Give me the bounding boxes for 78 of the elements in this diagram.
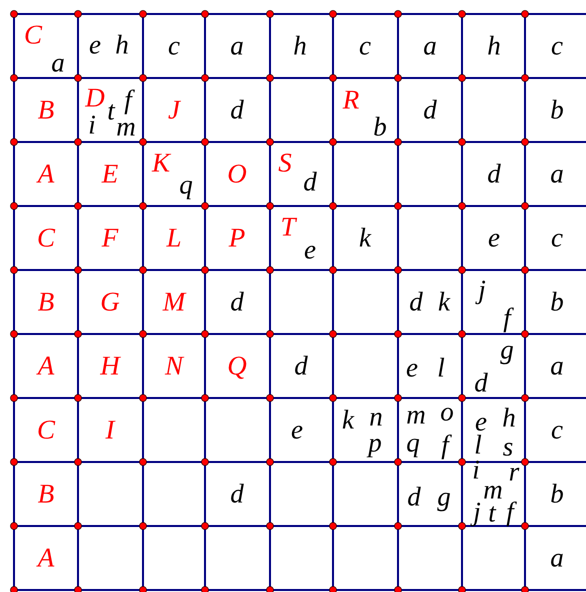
letter-label: c: [359, 32, 371, 60]
letter-label: l: [437, 354, 445, 382]
letter-label: C: [37, 224, 55, 252]
letter-label: a: [550, 160, 564, 188]
letter-label: d: [230, 288, 244, 316]
letter-label: q: [406, 430, 420, 456]
letter-label: m: [116, 114, 136, 140]
letter-label: o: [440, 398, 454, 426]
letter-label: s: [502, 434, 514, 460]
letter-label: C: [24, 22, 42, 48]
letter-label: C: [37, 416, 55, 444]
letter-label: d: [474, 370, 488, 396]
letter-label: c: [168, 32, 180, 60]
letter-label: d: [294, 352, 308, 380]
letter-label: c: [551, 416, 563, 444]
letter-label: e: [406, 354, 418, 382]
letter-label: M: [162, 288, 186, 316]
letter-label: g: [437, 484, 451, 510]
letter-label: d: [487, 160, 501, 188]
letter-label: A: [38, 544, 54, 572]
letter-label: b: [373, 114, 387, 140]
letter-label: m: [406, 402, 426, 428]
letter-label: c: [551, 32, 563, 60]
letter-label: a: [230, 32, 244, 60]
letter-label: D: [85, 84, 105, 112]
letter-label: Q: [227, 352, 247, 380]
letter-label: a: [51, 50, 65, 76]
letter-label: t: [107, 98, 115, 124]
letter-label: h: [115, 32, 129, 58]
letter-label: d: [407, 484, 421, 510]
letter-label: a: [550, 352, 564, 380]
letter-label: G: [100, 288, 120, 316]
letter-label: d: [303, 168, 317, 196]
letter-label: h: [293, 32, 307, 60]
letter-label: B: [38, 288, 54, 316]
letter-label: i: [88, 112, 96, 138]
letter-label: a: [550, 544, 564, 572]
letter-label: R: [342, 86, 360, 114]
letter-label: O: [227, 160, 247, 188]
letter-label: p: [368, 430, 382, 456]
letter-label: q: [179, 172, 193, 198]
letter-label: F: [102, 224, 118, 252]
letter-label: B: [38, 480, 54, 508]
letter-label: g: [500, 336, 514, 364]
letter-label: h: [502, 404, 516, 432]
letter-label: E: [102, 160, 118, 188]
letter-label: P: [228, 224, 246, 252]
letter-label: d: [230, 96, 244, 124]
letter-label: e: [291, 416, 303, 444]
letter-label: i: [472, 456, 480, 484]
letter-label: h: [487, 32, 501, 60]
letter-label: K: [152, 150, 170, 176]
letter-label: d: [230, 480, 244, 508]
letter-label: d: [409, 288, 423, 316]
letter-label: e: [304, 236, 316, 264]
letter-label: S: [278, 150, 292, 176]
letter-label: b: [550, 96, 564, 124]
letter-label: T: [280, 214, 296, 240]
letter-label: k: [438, 288, 450, 316]
letter-label: b: [550, 480, 564, 508]
letter-label: H: [100, 352, 120, 380]
letter-label: N: [165, 352, 183, 380]
letter-label: b: [550, 288, 564, 316]
letter-label: k: [359, 224, 371, 252]
letter-label: e: [488, 224, 500, 252]
letter-label: r: [508, 458, 520, 486]
letter-label: k: [342, 406, 354, 434]
letter-label: a: [423, 32, 437, 60]
letter-label: d: [423, 96, 437, 124]
letter-label: A: [38, 160, 54, 188]
letter-label: e: [89, 32, 101, 58]
letter-label: I: [106, 416, 114, 444]
letter-label: A: [38, 352, 54, 380]
letter-label: B: [38, 96, 54, 124]
letter-label: n: [369, 404, 383, 430]
letter-label: c: [551, 224, 563, 252]
letter-label: L: [166, 224, 182, 252]
letter-label: J: [168, 96, 180, 124]
